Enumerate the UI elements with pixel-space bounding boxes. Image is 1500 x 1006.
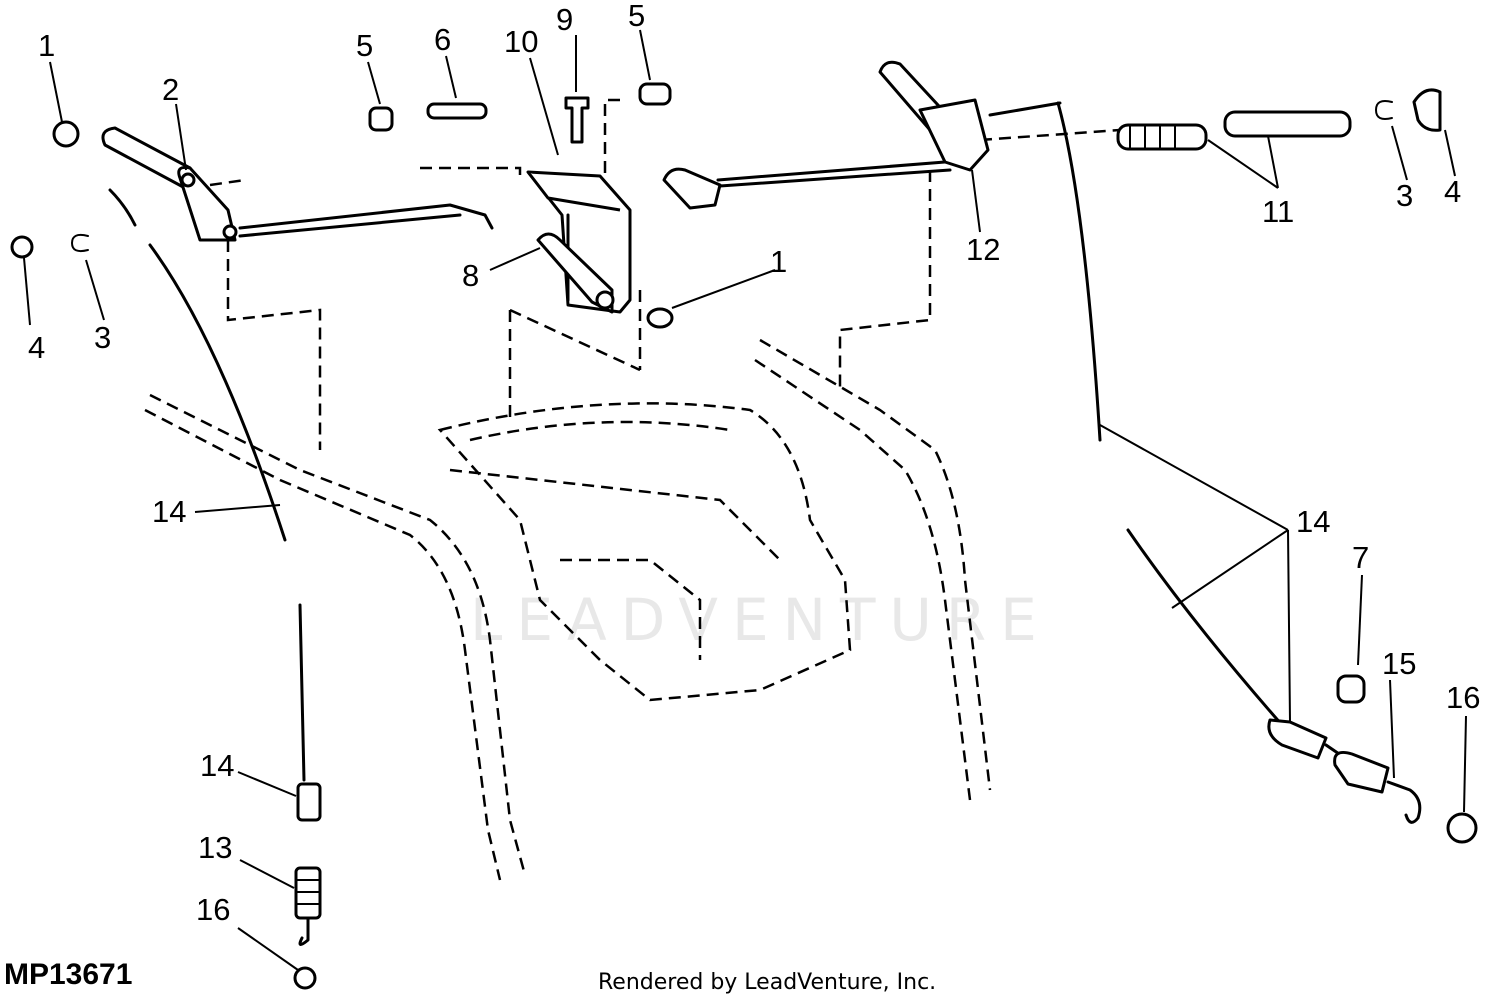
callout-1: 1: [38, 28, 55, 63]
bushing-5-left: [368, 106, 394, 132]
callout-5-right: 5: [628, 0, 645, 33]
callout-14-left: 14: [152, 494, 186, 529]
center-bracket-assembly: [526, 170, 632, 314]
handlebar-outline: [144, 338, 992, 881]
nut-16-right: [1446, 812, 1478, 844]
figure-id: MP13671: [4, 958, 133, 991]
callout-7: 7: [1352, 540, 1369, 575]
callout-16-bottom: 16: [196, 892, 230, 927]
clip-3-right: [1374, 100, 1393, 120]
clip-3-left: [70, 233, 89, 253]
callout-labels: 1 2 4 3 5 6 10 9 5 8 1 12 11 3 4 14 14 7…: [28, 0, 1480, 927]
bushing-7: [1336, 674, 1366, 704]
left-lever-assembly: [101, 126, 494, 242]
nut-1-upper: [52, 120, 80, 148]
cables: [108, 101, 1422, 946]
callout-13: 13: [198, 830, 232, 865]
callout-16-right: 16: [1446, 680, 1480, 715]
nut-1-lower: [646, 307, 674, 329]
engine-outline: [437, 402, 852, 702]
callout-leaders: [23, 29, 1467, 971]
assembly-leaders: [209, 98, 1121, 450]
callout-15: 15: [1382, 646, 1416, 681]
bushing-5-right: [638, 82, 672, 106]
callout-3: 3: [94, 320, 111, 355]
render-credit: Rendered by LeadVenture, Inc.: [598, 970, 937, 995]
callout-14-right: 14: [1296, 504, 1330, 539]
callout-2: 2: [162, 72, 179, 107]
callout-9: 9: [556, 2, 573, 37]
nut-16-bottom: [293, 966, 317, 990]
pin-6: [426, 102, 488, 120]
callout-10: 10: [504, 24, 538, 59]
callout-4-right: 4: [1444, 174, 1461, 209]
callout-11: 11: [1262, 194, 1294, 229]
washer-4-left: [10, 235, 34, 259]
callout-3-right: 3: [1396, 178, 1413, 213]
bolt-9: [564, 96, 590, 144]
pin-11: [1223, 110, 1352, 138]
spring-11: [1116, 123, 1208, 151]
callout-14-bottom: 14: [200, 748, 234, 783]
callout-4: 4: [28, 330, 45, 365]
fasteners: [10, 82, 1478, 990]
callout-8: 8: [462, 258, 479, 293]
callout-6: 6: [434, 22, 451, 57]
callout-1-lower: 1: [770, 244, 787, 279]
right-lever-assembly: [662, 60, 1062, 210]
callout-12: 12: [966, 232, 1000, 267]
callout-5: 5: [356, 28, 373, 63]
knob-4-right: [1412, 88, 1442, 132]
watermark-text: LEADVENTURE: [470, 586, 1051, 654]
